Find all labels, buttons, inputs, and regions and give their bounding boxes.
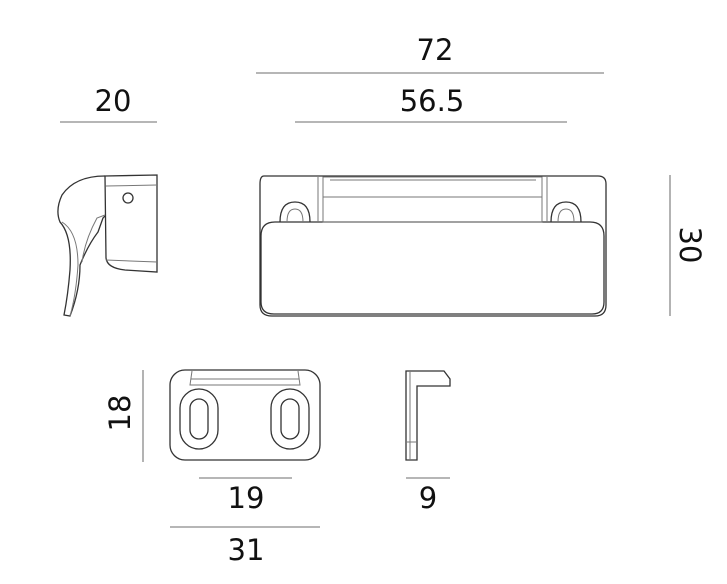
mount-boss-right <box>550 201 582 223</box>
dim-plate-width: 31 <box>170 526 320 567</box>
dim-label-30: 30 <box>673 227 707 264</box>
handle-side-view <box>57 174 158 317</box>
dim-label-18: 18 <box>103 395 137 432</box>
dim-plate-height: 18 <box>103 370 144 462</box>
mounting-plate-view <box>169 369 321 461</box>
bracket-side-view <box>405 370 451 461</box>
dim-bracket-depth: 9 <box>406 477 450 515</box>
slot-right <box>270 388 310 450</box>
mount-boss-left <box>279 201 311 223</box>
dim-hole-spacing: 56.5 <box>295 84 567 123</box>
dim-label-31: 31 <box>228 533 265 567</box>
dim-label-56-5: 56.5 <box>400 84 465 118</box>
dim-side-depth: 20 <box>60 84 157 123</box>
dim-overall-width: 72 <box>256 33 604 74</box>
dim-label-9: 9 <box>419 481 437 515</box>
dim-height: 30 <box>669 175 707 316</box>
pivot-hole-icon <box>122 192 134 204</box>
handle-front-view <box>259 175 607 317</box>
dim-slot-spacing: 19 <box>199 477 292 515</box>
dim-label-72: 72 <box>417 33 454 67</box>
dim-label-20: 20 <box>95 84 132 118</box>
dim-label-19: 19 <box>228 481 265 515</box>
slot-left <box>179 388 219 450</box>
